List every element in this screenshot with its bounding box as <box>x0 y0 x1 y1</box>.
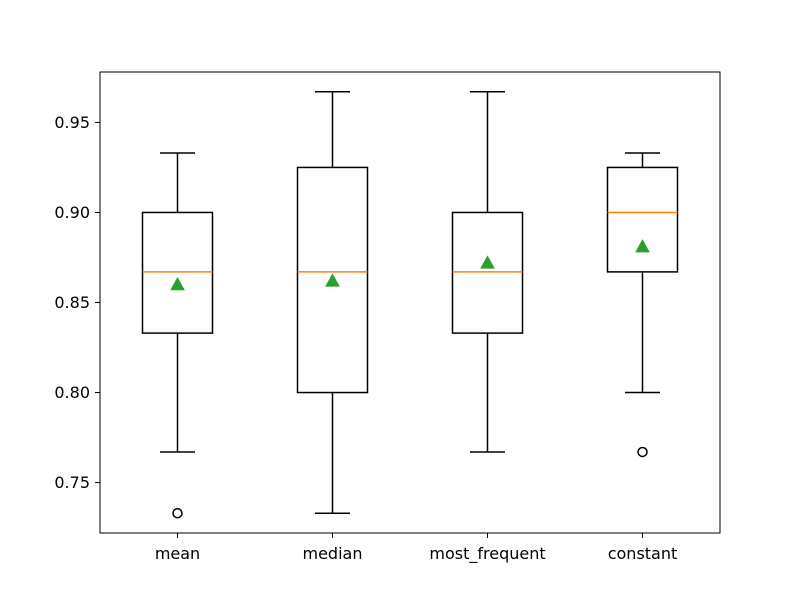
x-tick-label: mean <box>155 544 200 563</box>
y-tick-label: 0.95 <box>54 113 90 132</box>
box-group-median <box>296 91 369 514</box>
mean-marker <box>635 239 650 253</box>
x-tick-label: most_frequent <box>429 544 545 564</box>
y-tick-label: 0.80 <box>54 383 90 402</box>
x-axis: mean median most_frequent constant <box>155 533 677 564</box>
mean-marker <box>480 255 495 269</box>
box <box>451 211 524 334</box>
y-axis: 0.75 0.80 0.85 0.90 0.95 <box>54 113 100 492</box>
y-tick-label: 0.75 <box>54 473 90 492</box>
box-group-mean <box>141 152 214 519</box>
outlier-point <box>172 507 183 519</box>
box <box>141 211 214 334</box>
y-tick-label: 0.85 <box>54 293 90 312</box>
box <box>606 166 679 273</box>
mean-marker <box>325 273 340 287</box>
box-group-most_frequent <box>451 91 524 453</box>
box <box>296 166 369 394</box>
mean-marker <box>170 276 185 291</box>
x-tick-label: median <box>303 544 363 563</box>
plot-area <box>141 91 679 519</box>
outlier-point <box>637 446 648 458</box>
y-tick-label: 0.90 <box>54 203 90 222</box>
box-group-constant <box>606 152 679 458</box>
plot-frame <box>99 71 721 534</box>
x-tick-label: constant <box>608 544 678 563</box>
